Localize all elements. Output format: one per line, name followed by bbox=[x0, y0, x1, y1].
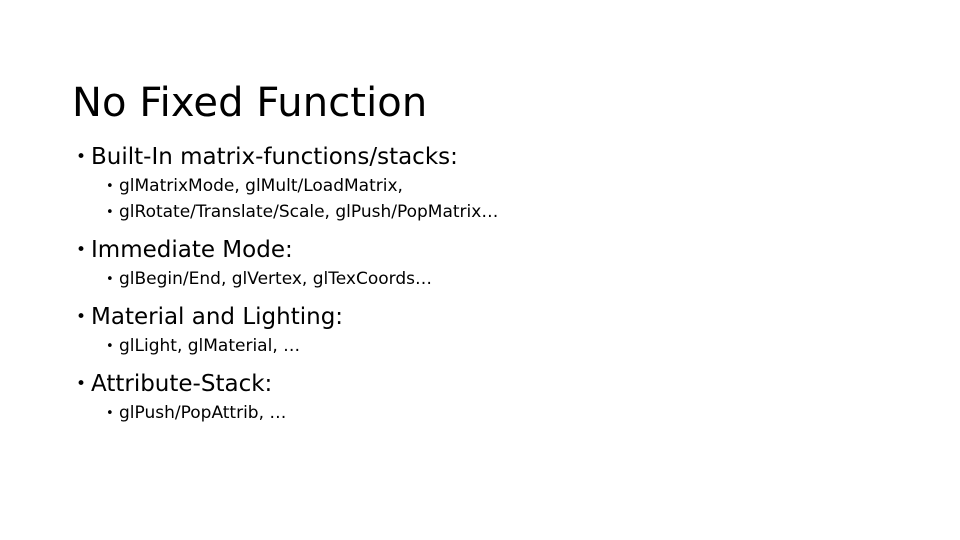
list-item: • glMatrixMode, glMult/LoadMatrix, bbox=[106, 174, 900, 199]
list-item: • Attribute-Stack: bbox=[72, 369, 900, 400]
list-item: • glBegin/End, glVertex, glTexCoords… bbox=[106, 267, 900, 292]
bullet-icon: • bbox=[106, 272, 114, 287]
list-item-label: Built-In matrix-functions/stacks: bbox=[91, 144, 458, 170]
bullet-icon: • bbox=[76, 240, 87, 260]
list-item: • Material and Lighting: bbox=[72, 302, 900, 333]
list-item-label: glRotate/Translate/Scale, glPush/PopMatr… bbox=[119, 202, 499, 222]
bullet-icon: • bbox=[76, 307, 87, 327]
list-item-label: Material and Lighting: bbox=[91, 304, 344, 330]
list-item: • glRotate/Translate/Scale, glPush/PopMa… bbox=[106, 200, 900, 225]
bullet-icon: • bbox=[106, 179, 114, 194]
bullet-icon: • bbox=[106, 406, 114, 421]
list-item: • glLight, glMaterial, … bbox=[106, 334, 900, 359]
list-item-label: Immediate Mode: bbox=[91, 237, 293, 263]
list-item-label: glLight, glMaterial, … bbox=[119, 336, 301, 356]
slide-body-outline: • Built-In matrix-functions/stacks: • gl… bbox=[72, 142, 900, 426]
list-item: • Immediate Mode: bbox=[72, 235, 900, 266]
list-item: • glPush/PopAttrib, … bbox=[106, 401, 900, 426]
list-item-label: Attribute-Stack: bbox=[91, 371, 273, 397]
bullet-icon: • bbox=[76, 374, 87, 394]
list-item-label: glPush/PopAttrib, … bbox=[119, 403, 287, 423]
bullet-icon: • bbox=[76, 147, 87, 167]
list-item-label: glBegin/End, glVertex, glTexCoords… bbox=[119, 269, 432, 289]
bullet-icon: • bbox=[106, 339, 114, 354]
list-item: • Built-In matrix-functions/stacks: bbox=[72, 142, 900, 173]
page-title: No Fixed Function bbox=[72, 79, 428, 126]
list-item-label: glMatrixMode, glMult/LoadMatrix, bbox=[119, 176, 403, 196]
bullet-icon: • bbox=[106, 205, 114, 220]
